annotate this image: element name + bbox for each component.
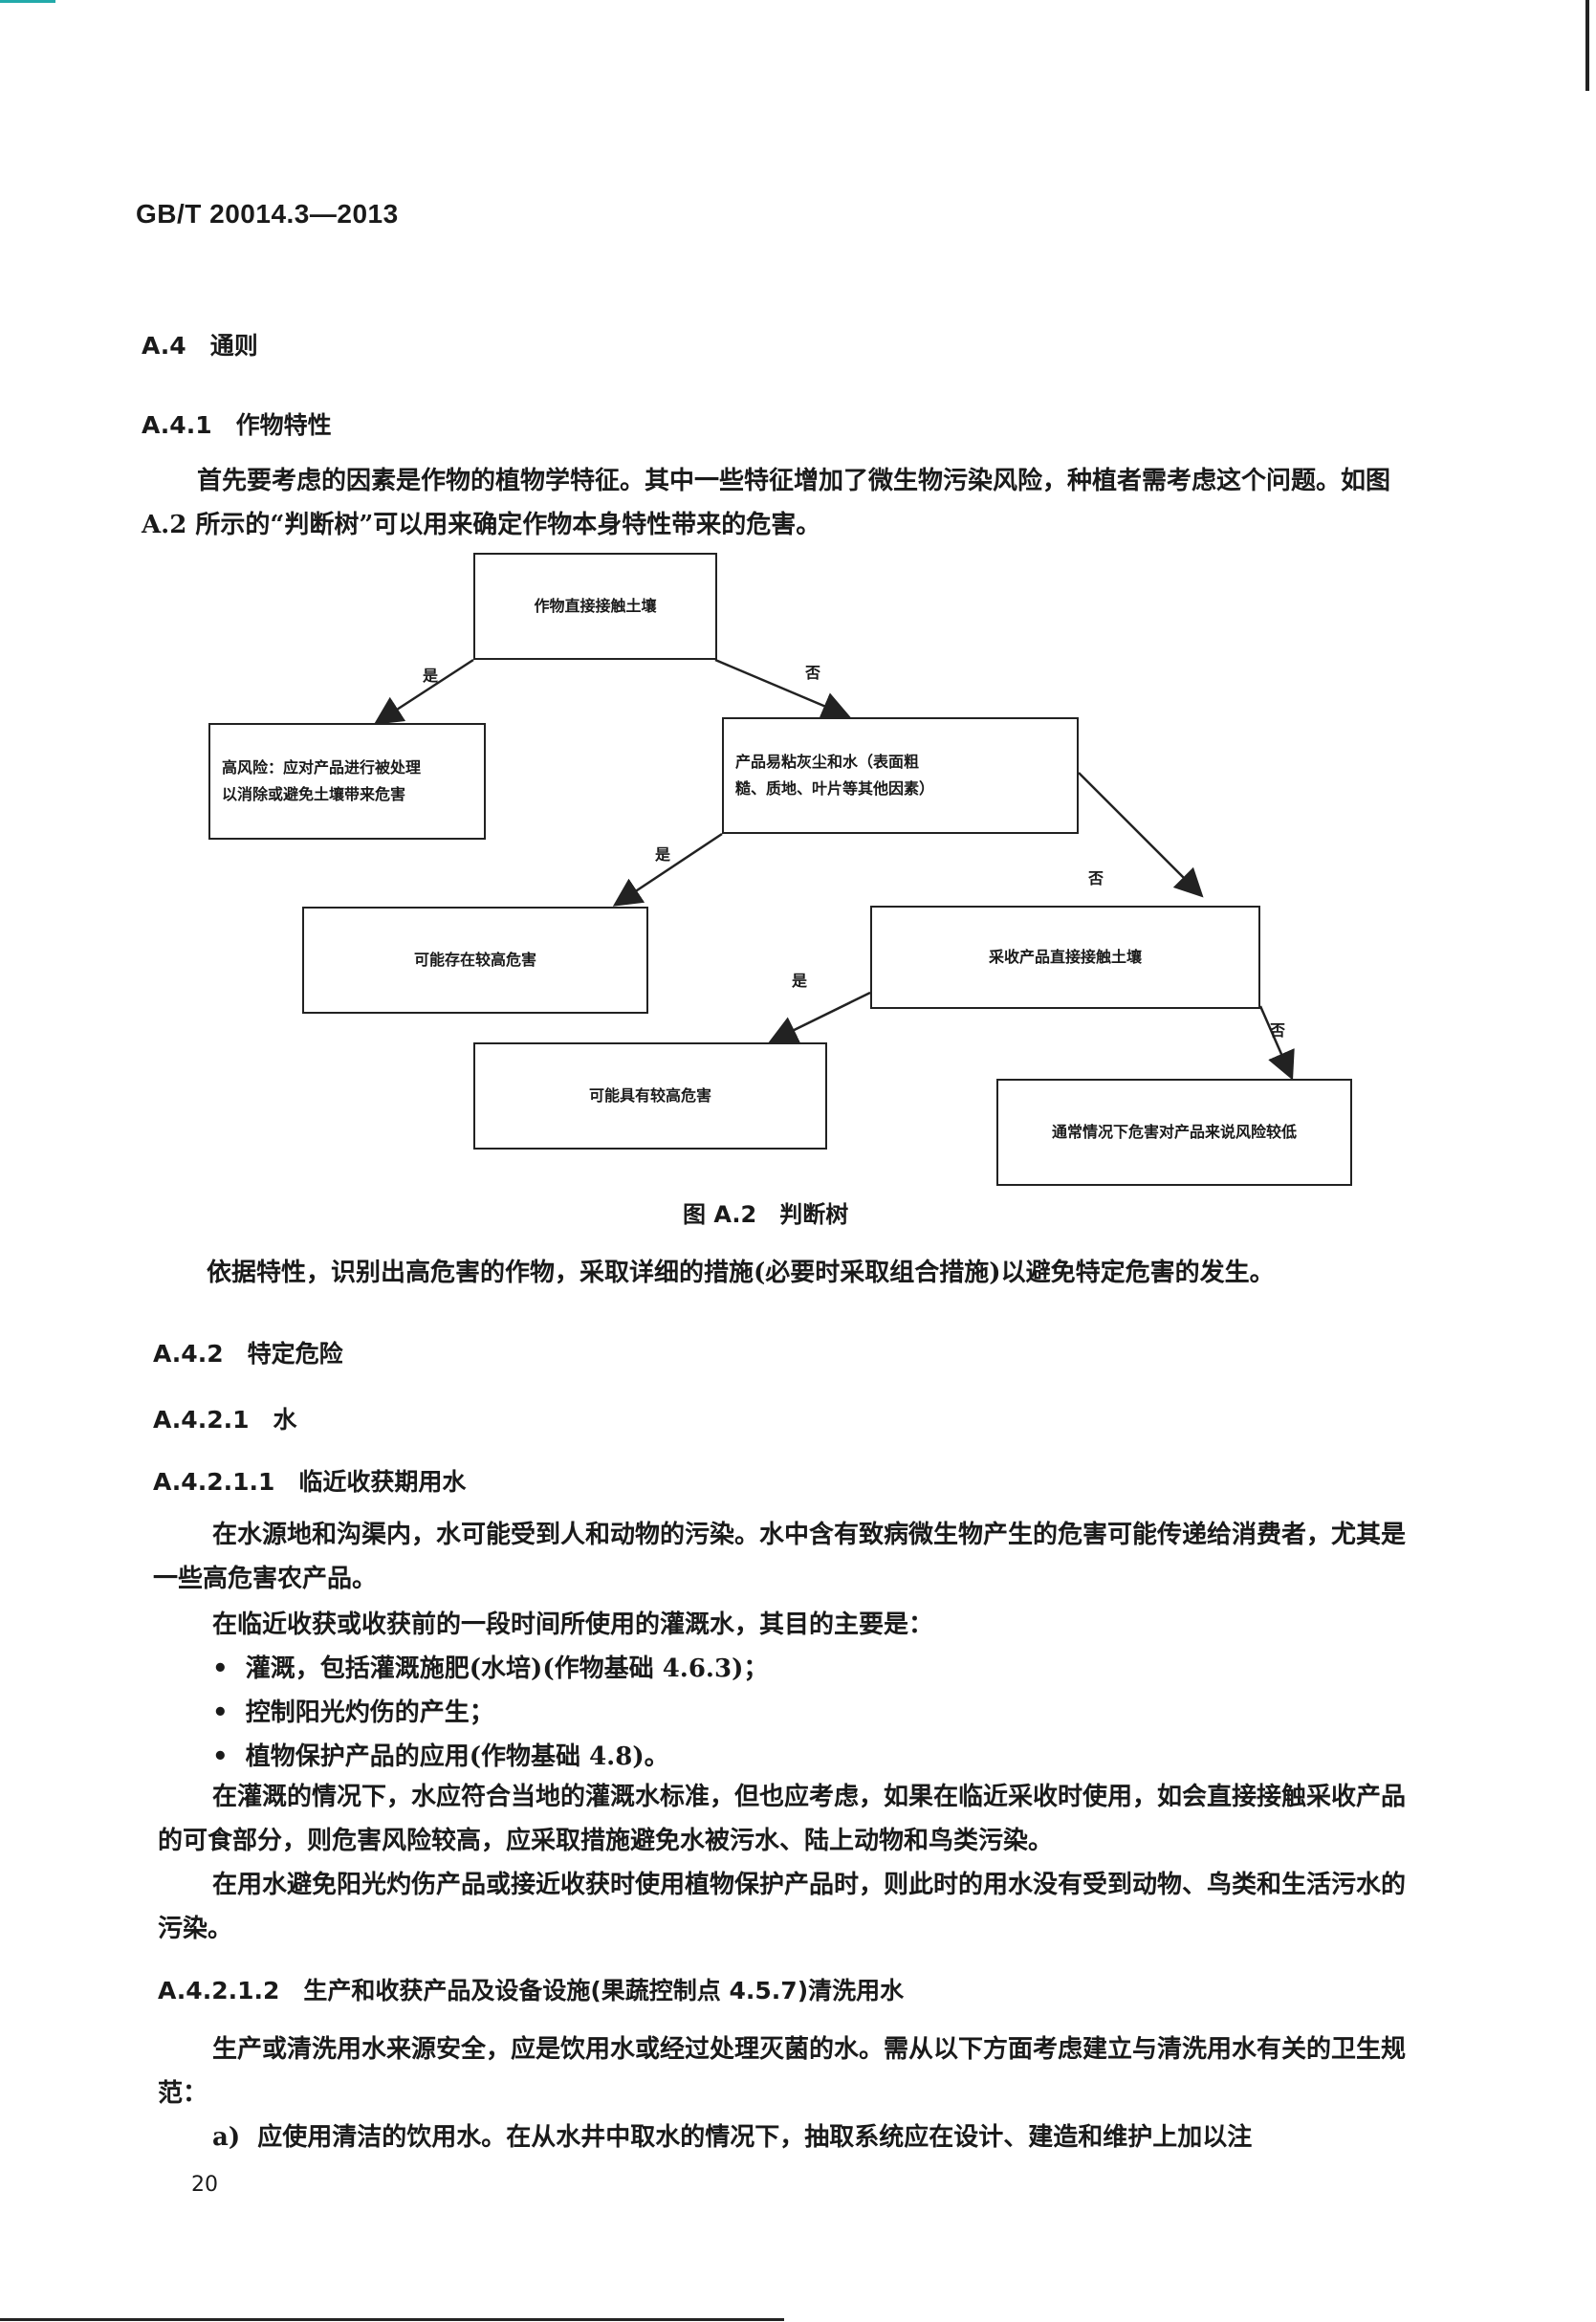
- section-a421-title: A.4.2.1 水: [153, 1406, 297, 1434]
- standard-code: GB/T 20014.3—2013: [136, 199, 399, 229]
- a4211-paragraph-4: 在用水避免阳光灼伤产品或接近收获时使用植物保护产品时，则此时的用水没有受到动物、…: [158, 1871, 1407, 1943]
- label-yes-1: 是: [423, 667, 439, 685]
- node-harvest-soil-contact: 采收产品直接接触土壤: [870, 906, 1260, 1009]
- node-low-risk: 通常情况下危害对产品来说风险较低: [996, 1079, 1352, 1186]
- bullet-dot: •: [212, 1654, 246, 1683]
- section-a4212-title: A.4.2.1.2 生产和收获产品及设备设施(果蔬控制点 4.5.7)清洗用水: [158, 1977, 905, 2004]
- node-higher-hazard-possible: 可能存在较高危害: [302, 907, 648, 1014]
- a4211-paragraph-2: 在临近收获或收获前的一段时间所使用的灌溉水，其目的主要是：: [212, 1610, 934, 1639]
- label-yes-2: 是: [655, 845, 671, 864]
- node-dust-water-adhesion: 产品易粘灰尘和水（表面粗糙、质地、叶片等其他因素）: [722, 717, 1079, 834]
- section-a4-title: A.4 通则: [142, 332, 258, 360]
- a4211-paragraph-1: 在水源地和沟渠内，水可能受到人和动物的污染。水中含有致病微生物产生的危害可能传递…: [153, 1521, 1407, 1593]
- bullet-dot: •: [212, 1742, 246, 1771]
- scan-edge-top-left: [0, 0, 55, 3]
- label-yes-3: 是: [792, 972, 808, 990]
- label-no-3: 否: [1270, 1021, 1286, 1040]
- edge-n1-n3: [714, 658, 851, 720]
- a4211-bullet-1: • 灌溉，包括灌溉施肥(水培)(作物基础 4.6.3)；: [212, 1654, 769, 1683]
- scan-edge-right: [1585, 0, 1589, 91]
- a4211-bullet-3: • 植物保护产品的应用(作物基础 4.8)。: [212, 1742, 669, 1771]
- scan-edge-bottom: [0, 2318, 784, 2321]
- section-a42-title: A.4.2 特定危险: [153, 1340, 343, 1368]
- section-a41-title: A.4.1 作物特性: [142, 411, 332, 439]
- edge-n1-n2: [373, 658, 474, 725]
- bullet-dot: •: [212, 1698, 246, 1727]
- label-no-1: 否: [805, 664, 821, 682]
- decision-tree-connectors: [373, 658, 1295, 1081]
- edge-n5-n7: [1258, 1005, 1295, 1081]
- item-marker: a): [212, 2123, 241, 2152]
- page-number: 20: [191, 2173, 218, 2197]
- node-soil-contact: 作物直接接触土壤: [473, 553, 717, 660]
- edge-n3-n4: [612, 832, 723, 907]
- a4212-paragraph-1: 生产或清洗用水来源安全，应是饮用水或经过处理灭菌的水。需从以下方面考虑建立与清洗…: [158, 2035, 1407, 2108]
- a4211-paragraph-3: 在灌溉的情况下，水应符合当地的灌溉水标准，但也应考虑，如果在临近采收时使用，如会…: [158, 1783, 1407, 1855]
- figure-caption: 图 A.2 判断树: [683, 1201, 849, 1228]
- edge-n3-n5: [1078, 772, 1204, 898]
- node-high-risk-treatment: 高风险：应对产品进行被处理以消除或避免土壤带来危害: [208, 723, 486, 840]
- a41-paragraph: 首先要考虑的因素是作物的植物学特征。其中一些特征增加了微生物污染风险，种植者需考…: [142, 467, 1391, 539]
- label-no-2: 否: [1088, 869, 1104, 887]
- edge-n5-n6: [768, 991, 871, 1043]
- a41-after-paragraph: 依据特性，识别出高危害的作物，采取详细的措施(必要时采取组合措施)以避免特定危害…: [207, 1259, 1275, 1287]
- a4211-bullet-2: • 控制阳光灼伤的产生；: [212, 1698, 494, 1727]
- a4212-item-a: a) 应使用清洁的饮用水。在从水井中取水的情况下，抽取系统应在设计、建造和维护上…: [212, 2123, 1253, 2152]
- node-higher-hazard-likely: 可能具有较高危害: [473, 1042, 827, 1150]
- section-a4211-title: A.4.2.1.1 临近收获期用水: [153, 1468, 467, 1496]
